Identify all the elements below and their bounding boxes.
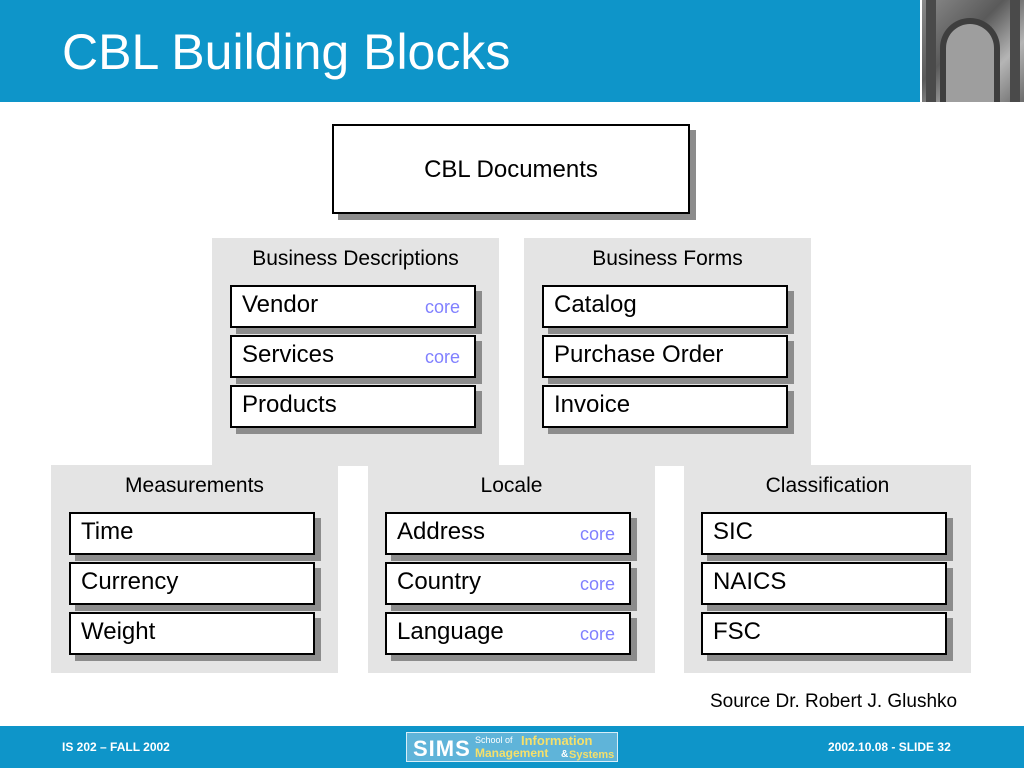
block-naics: NAICS <box>701 562 947 605</box>
block-label: FSC <box>713 618 761 645</box>
panel-title: Locale <box>480 474 543 497</box>
block-label: Services <box>242 341 335 368</box>
slide-title: CBL Building Blocks <box>62 24 511 80</box>
logo-school-of-text: School of <box>475 735 513 745</box>
block-label: Country <box>397 568 482 595</box>
logo-systems-text: Systems <box>569 749 615 761</box>
logo-ampersand-text: & <box>561 749 569 760</box>
block-catalog: Catalog <box>542 285 788 328</box>
slide-number: 2002.10.08 - SLIDE 32 <box>828 740 951 754</box>
block-sic: SIC <box>701 512 947 555</box>
block-vendor: Vendor core <box>230 285 476 328</box>
block-services: Services core <box>230 335 476 378</box>
block-language: Language core <box>385 612 631 655</box>
footer-bar: IS 202 – FALL 2002 SIMS School of Inform… <box>0 726 1024 768</box>
cbl-documents-box: CBL Documents <box>332 124 690 214</box>
block-purchase-order: Purchase Order <box>542 335 788 378</box>
core-tag: core <box>424 347 460 367</box>
block-label: SIC <box>713 518 754 545</box>
block-label: Invoice <box>554 391 631 418</box>
panel-title: Business Descriptions <box>252 247 459 270</box>
sims-logo: SIMS School of Information Management & … <box>406 732 618 762</box>
block-fsc: FSC <box>701 612 947 655</box>
block-currency: Currency <box>69 562 315 605</box>
block-country: Country core <box>385 562 631 605</box>
block-label: Purchase Order <box>554 341 724 368</box>
block-products: Products <box>230 385 476 428</box>
block-label: Language <box>397 618 504 645</box>
block-label: Currency <box>81 568 179 595</box>
block-label: Weight <box>81 618 156 645</box>
core-tag: core <box>424 297 460 317</box>
block-time: Time <box>69 512 315 555</box>
logo-information-text: Information <box>521 733 593 748</box>
core-tag: core <box>579 574 615 594</box>
course-label: IS 202 – FALL 2002 <box>62 740 170 754</box>
panel-title: Business Forms <box>592 247 743 270</box>
photo-pillar-right <box>1010 0 1020 102</box>
box-label: CBL Documents <box>424 156 598 183</box>
photo-pillar-left <box>926 0 936 102</box>
block-label: Products <box>242 391 337 418</box>
logo-management-text: Management <box>475 746 549 760</box>
core-tag: core <box>579 524 615 544</box>
block-label: Catalog <box>554 291 637 318</box>
block-label: Address <box>397 518 486 545</box>
source-credit: Source Dr. Robert J. Glushko <box>710 691 958 712</box>
panel-title: Classification <box>765 474 890 497</box>
block-invoice: Invoice <box>542 385 788 428</box>
header-bar: CBL Building Blocks <box>0 0 1024 102</box>
panel-title: Measurements <box>125 474 264 497</box>
block-address: Address core <box>385 512 631 555</box>
block-weight: Weight <box>69 612 315 655</box>
photo-arch <box>940 18 1000 102</box>
core-tag: core <box>579 624 615 644</box>
block-label: Time <box>81 518 134 545</box>
block-label: Vendor <box>242 291 319 318</box>
logo-sims-text: SIMS <box>413 736 471 761</box>
block-label: NAICS <box>713 568 787 595</box>
building-photo <box>920 0 1024 102</box>
